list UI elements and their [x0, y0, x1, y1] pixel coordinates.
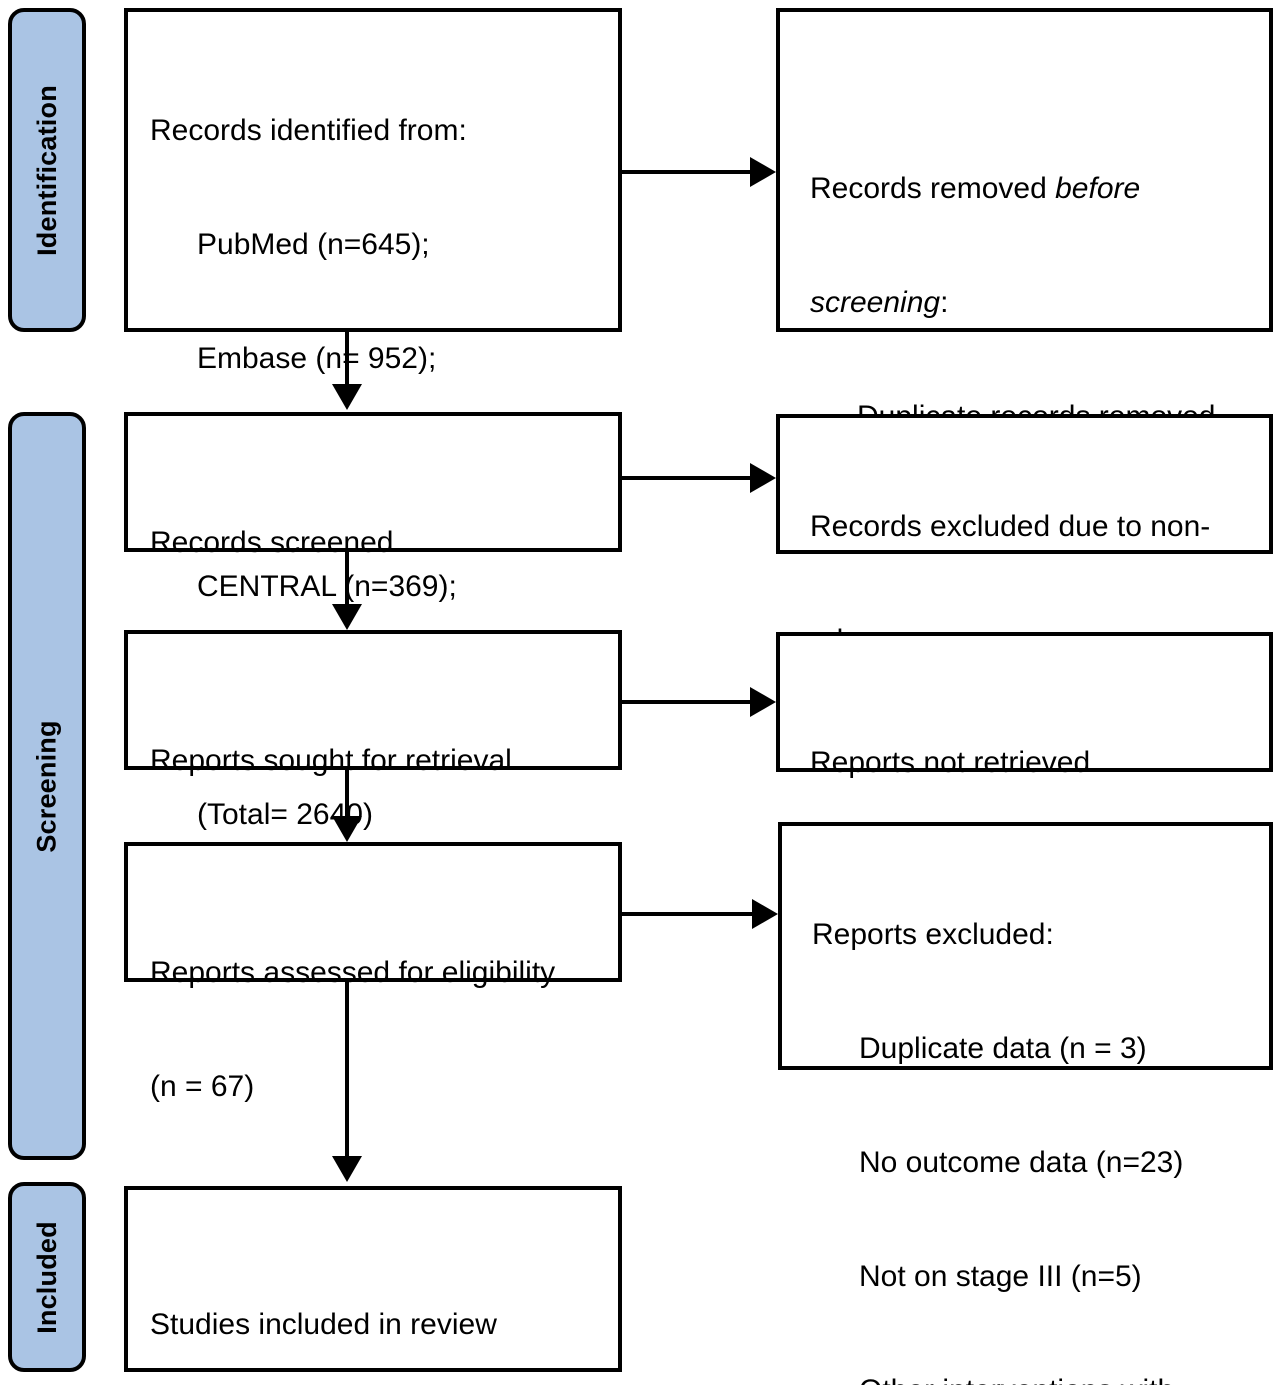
reports-assessed-count: (n = 67) — [150, 1070, 255, 1103]
records-identified-heading: Records identified from: — [150, 114, 467, 147]
box-reports-sought: Reports sought for retrieval (n = 67) — [124, 630, 622, 891]
arrowhead-sought-to-not-retrieved — [750, 687, 776, 717]
connector-identified-to-screened — [345, 332, 349, 388]
reports-excluded-reason-no-outcome-data: No outcome data (n=23) — [859, 1146, 1184, 1179]
box-records-removed: Records removed before screening: Duplic… — [776, 8, 1273, 547]
reports-assessed-text: Reports assessed for eligibility (n = 67… — [150, 878, 608, 1182]
arrowhead-identified-to-screened — [332, 384, 362, 410]
arrowhead-assessed-to-reports-excluded — [752, 899, 778, 929]
stage-identification: Identification — [8, 8, 86, 332]
records-identified-source-central: CENTRAL (n=369); — [197, 570, 457, 603]
box-studies-included: Studies included in review (n = 26) (23 … — [124, 1186, 622, 1372]
box-records-screened: Records screened (n = 995) — [124, 412, 622, 673]
records-removed-heading-colon: : — [940, 286, 949, 319]
stage-included-label: Included — [31, 1220, 62, 1334]
records-identified-total: (Total= 2640) — [197, 798, 373, 831]
records-identified-source-pubmed: PubMed (n=645); — [197, 228, 430, 261]
stage-included: Included — [8, 1182, 86, 1372]
records-removed-heading-italic-screening: screening — [810, 286, 941, 319]
box-records-excluded: Records excluded due to non- relevance (… — [776, 414, 1273, 771]
connector-screened-to-excluded — [622, 476, 754, 480]
stage-screening: Screening — [8, 412, 86, 1160]
connector-assessed-to-reports-excluded — [622, 912, 756, 916]
records-excluded-label-line-1: Records excluded due to non- — [810, 510, 1211, 543]
connector-sought-to-assessed — [345, 770, 349, 820]
reports-excluded-heading: Reports excluded: — [812, 918, 1054, 951]
studies-included-label: Studies included in review — [150, 1308, 497, 1341]
reports-assessed-label: Reports assessed for eligibility — [150, 956, 556, 989]
connector-assessed-to-studies-included — [345, 982, 349, 1158]
connector-screened-to-sought — [345, 552, 349, 608]
reports-excluded-reason-not-stage-iii: Not on stage III (n=5) — [859, 1260, 1142, 1293]
records-screened-label: Records screened — [150, 526, 394, 559]
records-removed-heading-plain: Records removed — [810, 172, 1056, 205]
records-removed-heading-line-1: Records removed before — [810, 170, 1259, 208]
stage-screening-label: Screening — [31, 719, 62, 853]
arrowhead-sought-to-assessed — [332, 816, 362, 842]
studies-included-text: Studies included in review (n = 26) (23 … — [150, 1230, 608, 1385]
box-reports-not-retrieved: Reports not retrieved (n = 0) — [776, 632, 1273, 893]
records-identified-source-embase: Embase (n= 952); — [197, 342, 437, 375]
box-records-identified: Records identified from: PubMed (n=645);… — [124, 8, 622, 831]
arrowhead-assessed-to-studies-included — [332, 1156, 362, 1182]
box-reports-excluded: Reports excluded: Duplicate data (n = 3)… — [778, 822, 1273, 1385]
box-reports-assessed: Reports assessed for eligibility (n = 67… — [124, 842, 622, 1103]
reports-excluded-reason-duplicate-data: Duplicate data (n = 3) — [859, 1032, 1147, 1065]
arrowhead-screened-to-excluded — [750, 463, 776, 493]
arrowhead-screened-to-sought — [332, 604, 362, 630]
arrowhead-identified-to-removed — [750, 157, 776, 187]
reports-sought-label: Reports sought for retrieval — [150, 744, 512, 777]
reports-excluded-text: Reports excluded: Duplicate data (n = 3)… — [812, 840, 1259, 1385]
reports-excluded-reason-other-interventions-line-1: Other interventions with — [812, 1372, 1259, 1385]
stage-identification-label: Identification — [31, 84, 62, 256]
connector-identified-to-removed — [622, 170, 754, 174]
connector-sought-to-not-retrieved — [622, 700, 754, 704]
records-removed-heading-line-2: screening: — [810, 284, 1259, 322]
records-removed-heading-italic-before: before — [1055, 172, 1141, 205]
reports-not-retrieved-label: Reports not retrieved — [810, 746, 1091, 779]
